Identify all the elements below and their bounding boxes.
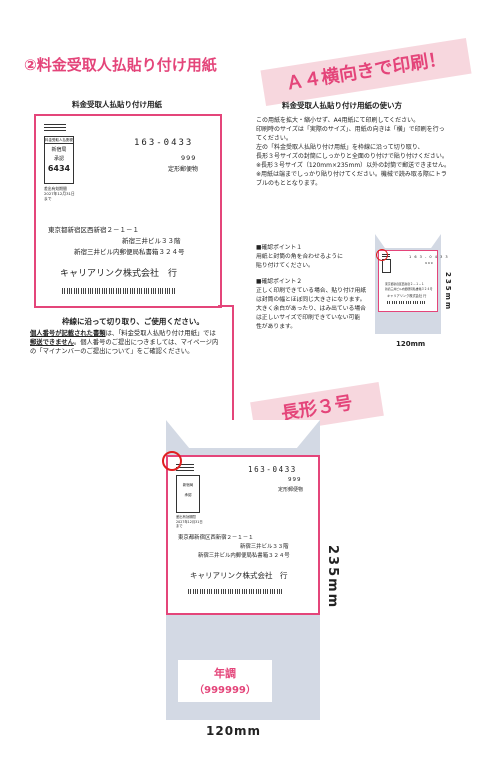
- label-heading: 料金受取人払貼り付け用紙: [72, 100, 162, 109]
- check-point-2: ■確認ポイント２ 正しく印刷できている場合、貼り付け用紙 は封筒の幅とほぼ同じ大…: [256, 279, 367, 330]
- a4-print-banner: Ａ４横向きで印刷！: [260, 37, 472, 107]
- large-teikei: 定形郵便物: [278, 487, 304, 493]
- number-999: 999: [181, 154, 197, 162]
- usage-heading: 料金受取人払貼り付け用紙の使い方: [282, 101, 402, 110]
- cutout-label-frame: 料金受取人払郵便 新宿局 承認 6434 差出有効期間 2027年12月31日 …: [34, 114, 222, 308]
- stamp-number: 6434: [47, 164, 71, 173]
- page-title: ②料金受取人払貼り付け用紙: [24, 56, 217, 74]
- cut-note-title: 枠線に沿って切り取り、ご使用ください。: [62, 317, 204, 326]
- small-corner-marker: [376, 249, 388, 261]
- address-line-1: 東京都新宿区西新宿２－１－１: [48, 226, 139, 234]
- check-point-1: ■確認ポイント１ 用紙と封筒の角を合わせるように 貼り付けてください。: [256, 245, 343, 269]
- large-postage-stamp-box: 新宿局 承認: [176, 475, 200, 513]
- small-width-dim: 120mm: [396, 340, 426, 348]
- large-corner-marker: [162, 451, 182, 471]
- large-address-2: 新宿三井ビル３３階: [240, 544, 289, 550]
- pasted-label-frame: 新宿局 承認 差出有効期間 2027年12月31日 まで 163-0433 99…: [166, 455, 320, 615]
- nencho-code: （999999）: [194, 685, 256, 696]
- large-company-name: キャリアリンク株式会社 行: [190, 571, 288, 580]
- large-width-dim: 120mm: [206, 724, 262, 738]
- large-address-1: 東京都新宿区西新宿２－１－１: [178, 535, 254, 541]
- large-height-dim: 235mm: [325, 545, 340, 610]
- large-customer-barcode: [188, 589, 284, 594]
- stamp-office: 新宿局: [51, 147, 67, 153]
- stamp-note: 差出有効期間 2027年12月31日 まで: [44, 186, 75, 201]
- small-envelope-illustration: 1 6 3 - 0 4 3 3 9 9 9 東京都新宿区西新宿２－１－１ 新宿三…: [375, 234, 448, 334]
- stamp-top-label: 料金受取人払郵便: [45, 138, 73, 144]
- address-line-3: 新宿三井ビル内郵便局私書箱３２４号: [74, 248, 185, 256]
- small-height-dim: 235mm: [444, 272, 452, 312]
- teikei-label: 定形郵便物: [168, 166, 199, 173]
- large-address-3: 新宿三井ビル内郵便局私書箱３２４号: [198, 553, 290, 559]
- customer-barcode: [62, 288, 176, 294]
- large-number-999: 999: [288, 477, 302, 483]
- nencho-box: 年調 （999999）: [178, 660, 272, 702]
- postage-stamp-box: 料金受取人払郵便 新宿局 承認 6434: [44, 136, 74, 184]
- arrow-connector-v: [232, 305, 234, 425]
- arrow-connector-h: [218, 305, 234, 307]
- address-line-2: 新宿三井ビル３３階: [122, 237, 181, 245]
- nencho-label: 年調: [214, 667, 236, 680]
- postal-code: 163-0433: [134, 138, 194, 148]
- large-stamp-note: 差出有効期間 2027年12月31日 まで: [176, 515, 203, 528]
- large-postal-code: 163-0433: [248, 465, 297, 474]
- usage-lines: この用紙を拡大・縮小せず、A4用紙にて印刷してください。 印刷時のサイズは「実際…: [256, 117, 450, 187]
- cut-note-body: 個人番号が記載された書類は、「料金受取人払貼り付け用紙」では 郵送できません。個…: [30, 330, 219, 355]
- company-name: キャリアリンク株式会社 行: [60, 269, 178, 279]
- stamp-approval: 承認: [53, 155, 64, 162]
